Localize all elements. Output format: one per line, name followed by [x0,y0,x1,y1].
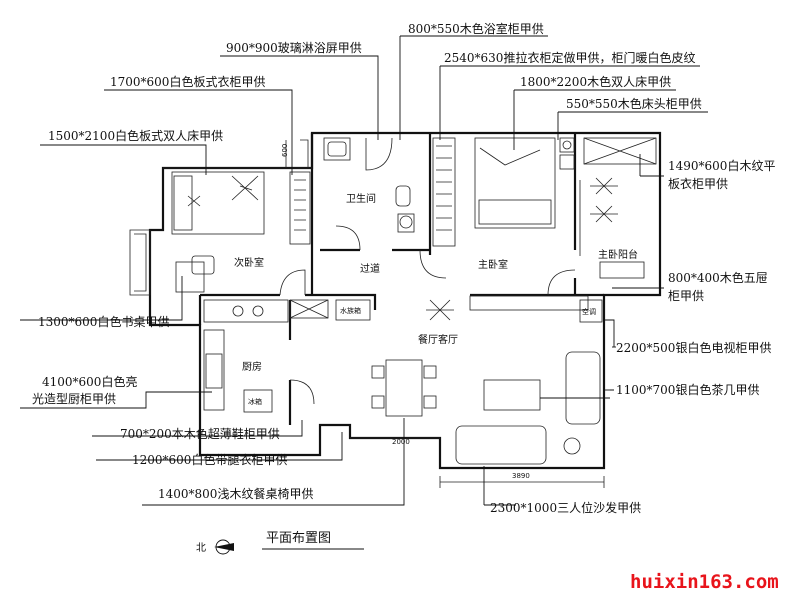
room-bathroom: 卫生间 [346,192,376,205]
room-master-balcony: 主卧阳台 [598,248,638,261]
label-five-drawer-1: 800*400木色五屉 [668,271,768,285]
dim-600: 600 [281,144,289,157]
label-coffee-table: 1100*700银白色茶几甲供 [616,382,759,397]
watermark: huixin163.com [630,571,779,593]
room-master-bedroom: 主卧室 [478,258,508,271]
label-sofa: 2300*1000三人位沙发甲供 [490,500,641,515]
label-ac: 空调 [582,307,596,316]
label-bedside-cabinet: 550*550木色床头柜甲供 [566,97,702,111]
label-tv-cabinet: 2200*500银白色电视柜甲供 [616,340,771,355]
room-dining-living: 餐厅客厅 [418,333,458,346]
label-shoe-cabinet: 700*200本木色超薄鞋柜甲供 [120,426,280,441]
label-wood-wardrobe-2: 板衣柜甲供 [668,176,728,191]
label-double-bed-wood: 1800*2200木色双人床甲供 [520,75,671,89]
label-water-heater: 水族箱 [340,306,361,315]
label-white-wardrobe: 1700*600白色板式衣柜甲供 [110,74,265,89]
leader-lines [20,35,708,506]
north-arrow-icon [214,539,234,555]
label-sliding-wardrobe: 2540*630推拉衣柜定做甲供，柜门暖白色皮纹 [444,50,695,65]
label-fridge: 冰箱 [248,397,262,406]
walls [129,131,662,470]
label-kitchen-cabinet-1: 4100*600白色亮 [42,374,137,389]
label-double-bed-white: 1500*2100白色板式双人床甲供 [48,128,223,143]
dim-2000: 2000 [392,438,410,446]
north-label: 北 [196,542,206,554]
label-wood-wardrobe-1: 1490*600白木纹平 [668,158,775,173]
dimension-lines [285,140,605,488]
room-kitchen: 厨房 [242,360,262,373]
plan-title: 平面布置图 [266,531,331,546]
furniture [171,137,657,465]
label-dining-set: 1400*800浅木纹餐桌椅甲供 [158,486,313,501]
label-bath-cabinet: 800*550木色浴室柜甲供 [408,21,544,36]
label-shower-screen: 900*900玻璃淋浴屏甲供 [226,41,362,55]
label-kitchen-cabinet-2: 光造型厨柜甲供 [32,392,116,406]
room-corridor: 过道 [360,262,380,275]
label-five-drawer-2: 柜甲供 [668,289,704,303]
label-desk: 1300*600白色书桌甲供 [38,314,169,329]
dim-3890: 3890 [512,472,530,480]
label-leg-wardrobe: 1200*600白色带腿衣柜甲供 [132,452,287,467]
room-second-bedroom: 次卧室 [234,256,264,269]
